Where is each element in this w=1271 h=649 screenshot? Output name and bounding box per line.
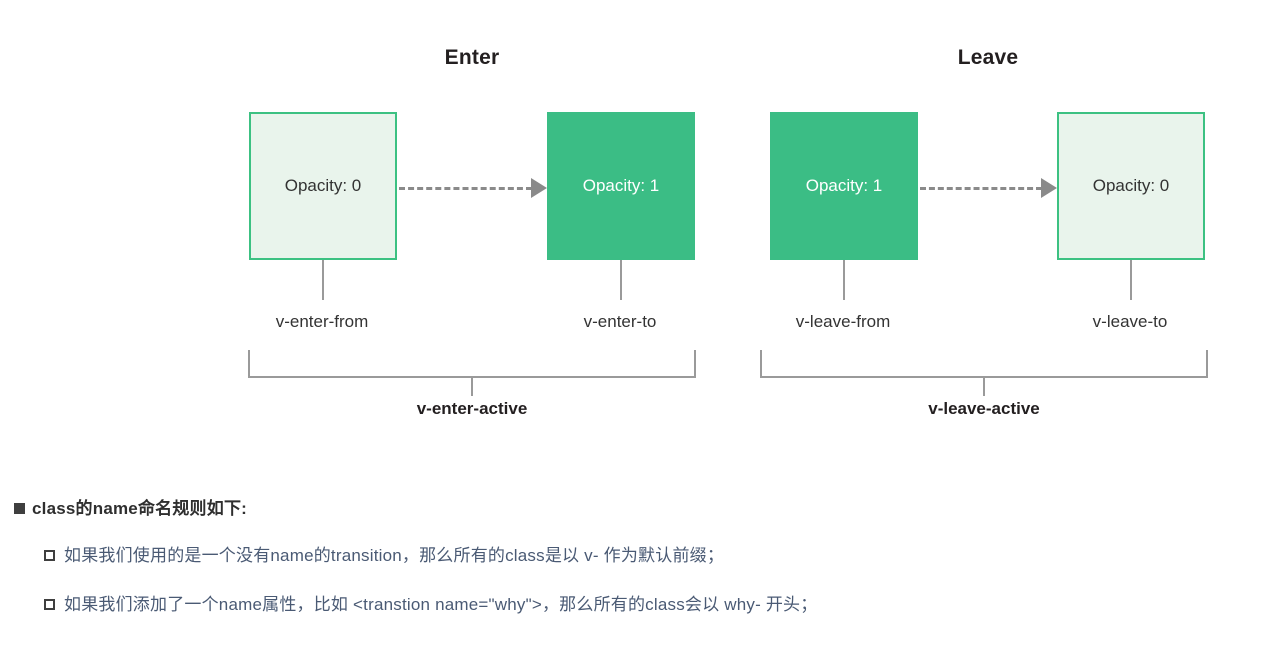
class-label-leave-from: v-leave-from <box>795 312 891 331</box>
state-box-leave-to: Opacity: 0 <box>1057 112 1205 260</box>
connector-stem-leave-to <box>1130 260 1132 300</box>
class-label-leave-active: v-leave-active <box>928 399 1040 418</box>
state-box-enter-to-label: Opacity: 1 <box>582 176 660 195</box>
class-label-enter-to: v-enter-to <box>583 312 657 331</box>
hollow-square-bullet-icon <box>44 549 64 563</box>
connector-stem-enter-to <box>620 260 622 300</box>
state-box-enter-to: Opacity: 1 <box>547 112 695 260</box>
phase-title-enter: Enter <box>444 46 500 69</box>
state-box-enter-from-label: Opacity: 0 <box>284 176 362 195</box>
notes-heading-text: class的name命名规则如下: <box>32 499 248 518</box>
connector-stem-enter-from <box>322 260 324 300</box>
list-item-text: 如果我们使用的是一个没有name的transition，那么所有的class是以… <box>64 546 725 565</box>
class-label-enter-from: v-enter-from <box>275 312 369 331</box>
transition-class-diagram: Enter Opacity: 0 Opacity: 1 v-enter-from… <box>248 46 1208 418</box>
transition-arrow-enter <box>399 178 547 198</box>
connector-stem-leave-from <box>843 260 845 300</box>
class-label-leave-to: v-leave-to <box>1092 312 1168 331</box>
phase-title-leave: Leave <box>957 46 1019 69</box>
arrow-shaft-enter <box>399 186 532 190</box>
class-label-enter-active: v-enter-active <box>416 399 528 418</box>
bracket-stem-enter <box>471 378 473 396</box>
span-bracket-enter <box>248 350 696 378</box>
list-item-text: 如果我们添加了一个name属性，比如 <transtion name="why"… <box>64 595 818 614</box>
arrow-head-icon <box>1041 178 1057 198</box>
filled-square-bullet-icon <box>14 502 32 516</box>
notes-heading-row: class的name命名规则如下: <box>0 494 1271 519</box>
state-box-leave-to-label: Opacity: 0 <box>1092 176 1170 195</box>
transition-arrow-leave <box>920 178 1057 198</box>
span-bracket-leave <box>760 350 1208 378</box>
notes-list: class的name命名规则如下: 如果我们使用的是一个没有name的trans… <box>0 494 1271 639</box>
arrow-head-icon <box>531 178 547 198</box>
list-item: 如果我们添加了一个name属性，比如 <transtion name="why"… <box>0 590 1271 615</box>
hollow-square-bullet-icon <box>44 598 64 612</box>
list-item: 如果我们使用的是一个没有name的transition，那么所有的class是以… <box>0 541 1271 566</box>
state-box-leave-from: Opacity: 1 <box>770 112 918 260</box>
bracket-stem-leave <box>983 378 985 396</box>
state-box-leave-from-label: Opacity: 1 <box>805 176 883 195</box>
arrow-shaft-leave <box>920 186 1042 190</box>
state-box-enter-from: Opacity: 0 <box>249 112 397 260</box>
